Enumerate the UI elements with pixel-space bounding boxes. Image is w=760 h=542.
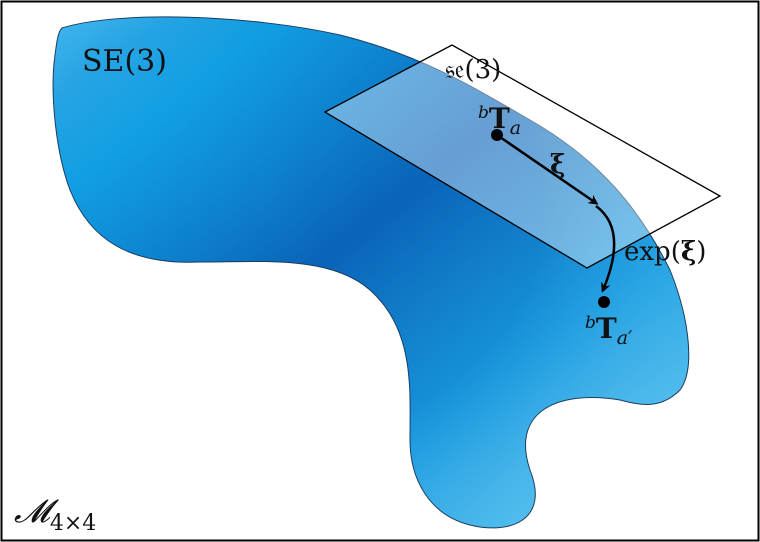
start-point-dot bbox=[491, 129, 503, 141]
manifold-label: SE(3) bbox=[82, 44, 167, 79]
exp-map-label: exp(ξ) bbox=[624, 237, 706, 267]
exp-map-prefix: exp( bbox=[624, 237, 681, 267]
start-point-subscript: a bbox=[510, 117, 521, 139]
tangent-plane-label: 𝔰𝔢(3) bbox=[445, 55, 501, 85]
exp-map-arg: ξ bbox=[681, 237, 696, 267]
end-point-dot bbox=[598, 296, 610, 308]
tangent-plane bbox=[323, 44, 722, 269]
start-point-symbol: T bbox=[489, 102, 510, 135]
start-point-superscript: b bbox=[478, 103, 489, 123]
manifold-shading bbox=[53, 16, 689, 528]
start-point-label: bTa bbox=[478, 102, 521, 139]
end-point-superscript: b bbox=[585, 313, 596, 333]
ambient-space-subscript: 4×4 bbox=[50, 511, 96, 536]
end-point-subscript: a′ bbox=[617, 327, 633, 349]
exp-map-curve bbox=[595, 204, 616, 293]
tangent-vector-arrow bbox=[496, 133, 599, 205]
end-point-label: bTa′ bbox=[585, 312, 633, 349]
tangent-vector-label: ξ bbox=[550, 150, 565, 180]
exp-map-suffix: ) bbox=[696, 237, 706, 267]
end-point-symbol: T bbox=[596, 312, 617, 345]
